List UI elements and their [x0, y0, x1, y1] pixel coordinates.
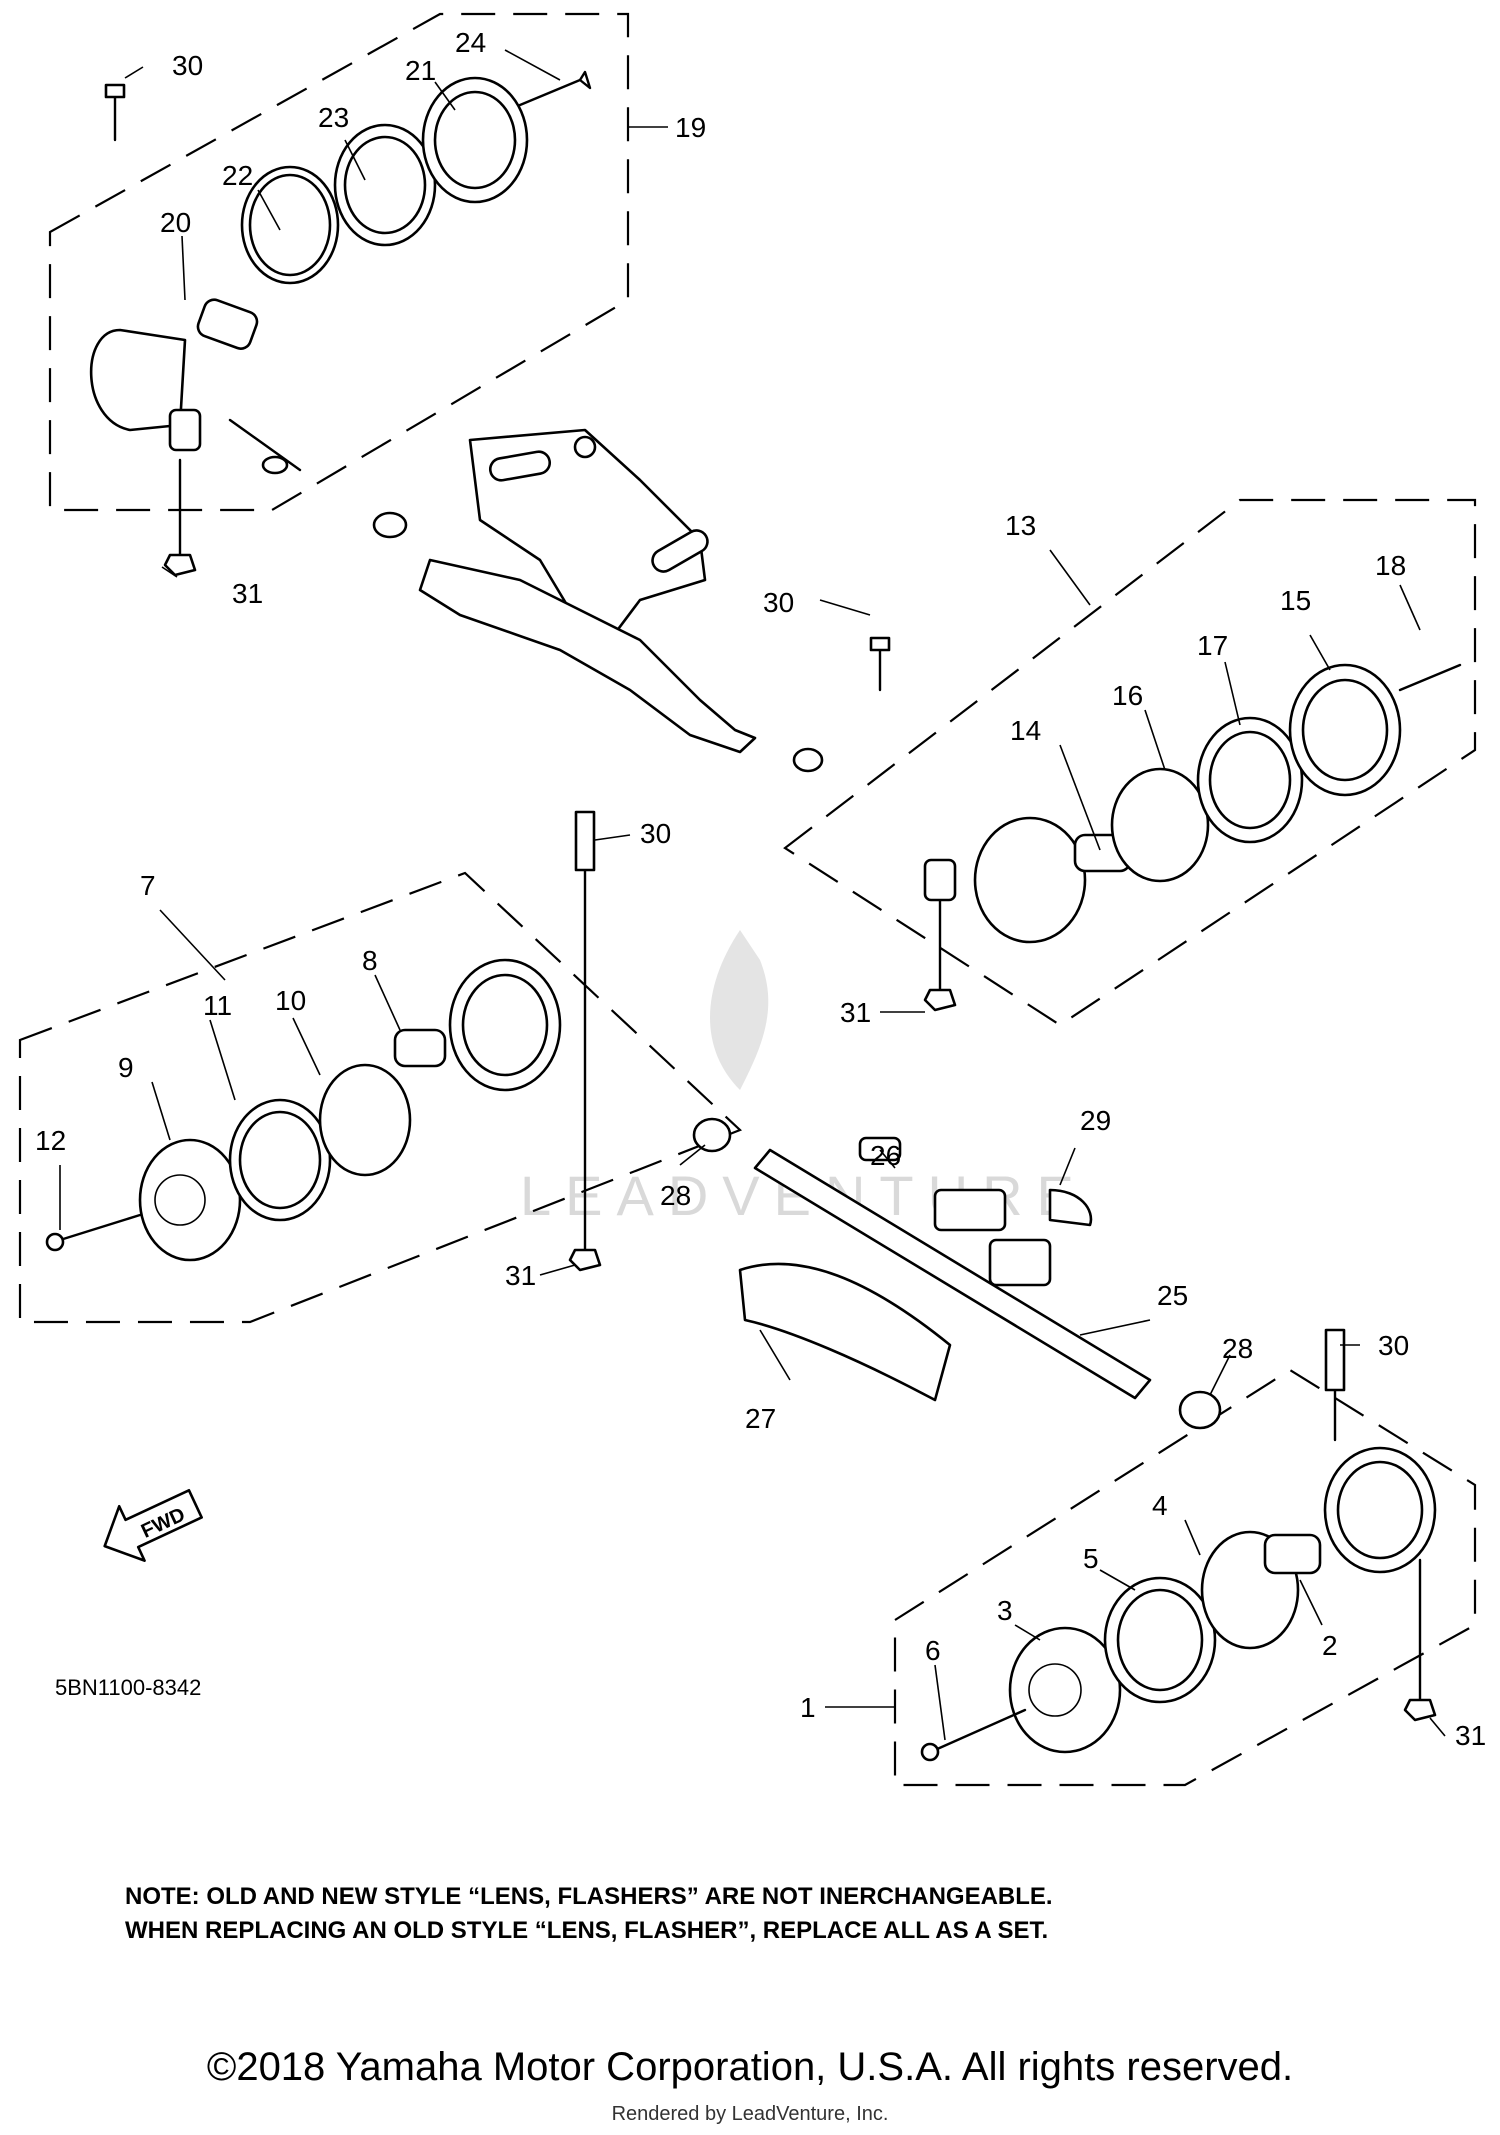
callout-8: 8: [362, 945, 378, 976]
callout-14: 14: [1010, 715, 1041, 746]
note-line-2: WHEN REPLACING AN OLD STYLE “LENS, FLASH…: [125, 1917, 1049, 1944]
callout-28b: 28: [1222, 1333, 1253, 1364]
callout-30a: 30: [172, 50, 203, 81]
flasher-assembly-13: [869, 636, 1462, 1012]
callout-7: 7: [140, 870, 156, 901]
note-line-1: NOTE: OLD AND NEW STYLE “LENS, FLASHERS”…: [125, 1883, 1053, 1910]
callout-30d: 30: [1378, 1330, 1409, 1361]
assembly-7-outline: [18, 871, 743, 1324]
callout-31d: 31: [1455, 1720, 1486, 1751]
callout-15: 15: [1280, 585, 1311, 616]
callout-5: 5: [1083, 1543, 1099, 1574]
callout-31c: 31: [505, 1260, 536, 1291]
callout-4: 4: [1152, 1490, 1168, 1521]
callout-16: 16: [1112, 680, 1143, 711]
callout-13: 13: [1005, 510, 1036, 541]
callout-11: 11: [203, 990, 232, 1021]
callout-23: 23: [318, 102, 349, 133]
callout-2: 2: [1322, 1630, 1338, 1661]
callout-27: 27: [745, 1403, 776, 1434]
callout-10: 10: [275, 985, 306, 1016]
callout-17: 17: [1197, 630, 1228, 661]
interchangeability-note: NOTE: OLD AND NEW STYLE “LENS, FLASHERS”…: [125, 1880, 1425, 1948]
callout-30c: 30: [640, 818, 671, 849]
leader-lines: [59, 49, 1446, 1741]
callout-21: 21: [405, 55, 436, 86]
flasher-assembly-19: [89, 70, 592, 577]
flasher-cover: [738, 1262, 952, 1402]
callout-18: 18: [1375, 550, 1406, 581]
callout-labels: 1 2 3 4 5 6 7 8 9 10 11 12 13 14 15 16 1…: [35, 27, 1486, 1751]
callout-9: 9: [118, 1052, 134, 1083]
callout-28a: 28: [660, 1180, 691, 1211]
callout-20: 20: [160, 207, 191, 238]
callout-12: 12: [35, 1125, 66, 1156]
assembly-1-outline: [893, 1368, 1477, 1787]
rendered-by-credit: Rendered by LeadVenture, Inc.: [611, 2103, 889, 2125]
callout-31a: 31: [232, 578, 263, 609]
stay-tube: [753, 1136, 1222, 1430]
callout-31b: 31: [840, 997, 871, 1028]
callout-24: 24: [455, 27, 486, 58]
callout-29: 29: [1080, 1105, 1111, 1136]
callout-6: 6: [925, 1635, 941, 1666]
callout-3: 3: [997, 1595, 1013, 1626]
callout-30b: 30: [763, 587, 794, 618]
assembly-boundaries: [18, 12, 1477, 1787]
rear-bracket: [372, 428, 824, 773]
flasher-assembly-7: [45, 810, 732, 1272]
callout-25: 25: [1157, 1280, 1188, 1311]
callout-19: 19: [675, 112, 706, 143]
assembly-19-outline: [48, 12, 630, 512]
callout-26: 26: [870, 1140, 901, 1171]
copyright-notice: ©2018 Yamaha Motor Corporation, U.S.A. A…: [206, 2045, 1294, 2089]
callout-22: 22: [222, 160, 253, 191]
catalog-code: 5BN1100-8342: [55, 1675, 201, 1700]
assembly-13-outline: [783, 498, 1477, 1027]
callout-1: 1: [800, 1692, 816, 1723]
flasher-assembly-1: [920, 1328, 1437, 1762]
forward-direction-arrow: FWD: [103, 1488, 203, 1562]
